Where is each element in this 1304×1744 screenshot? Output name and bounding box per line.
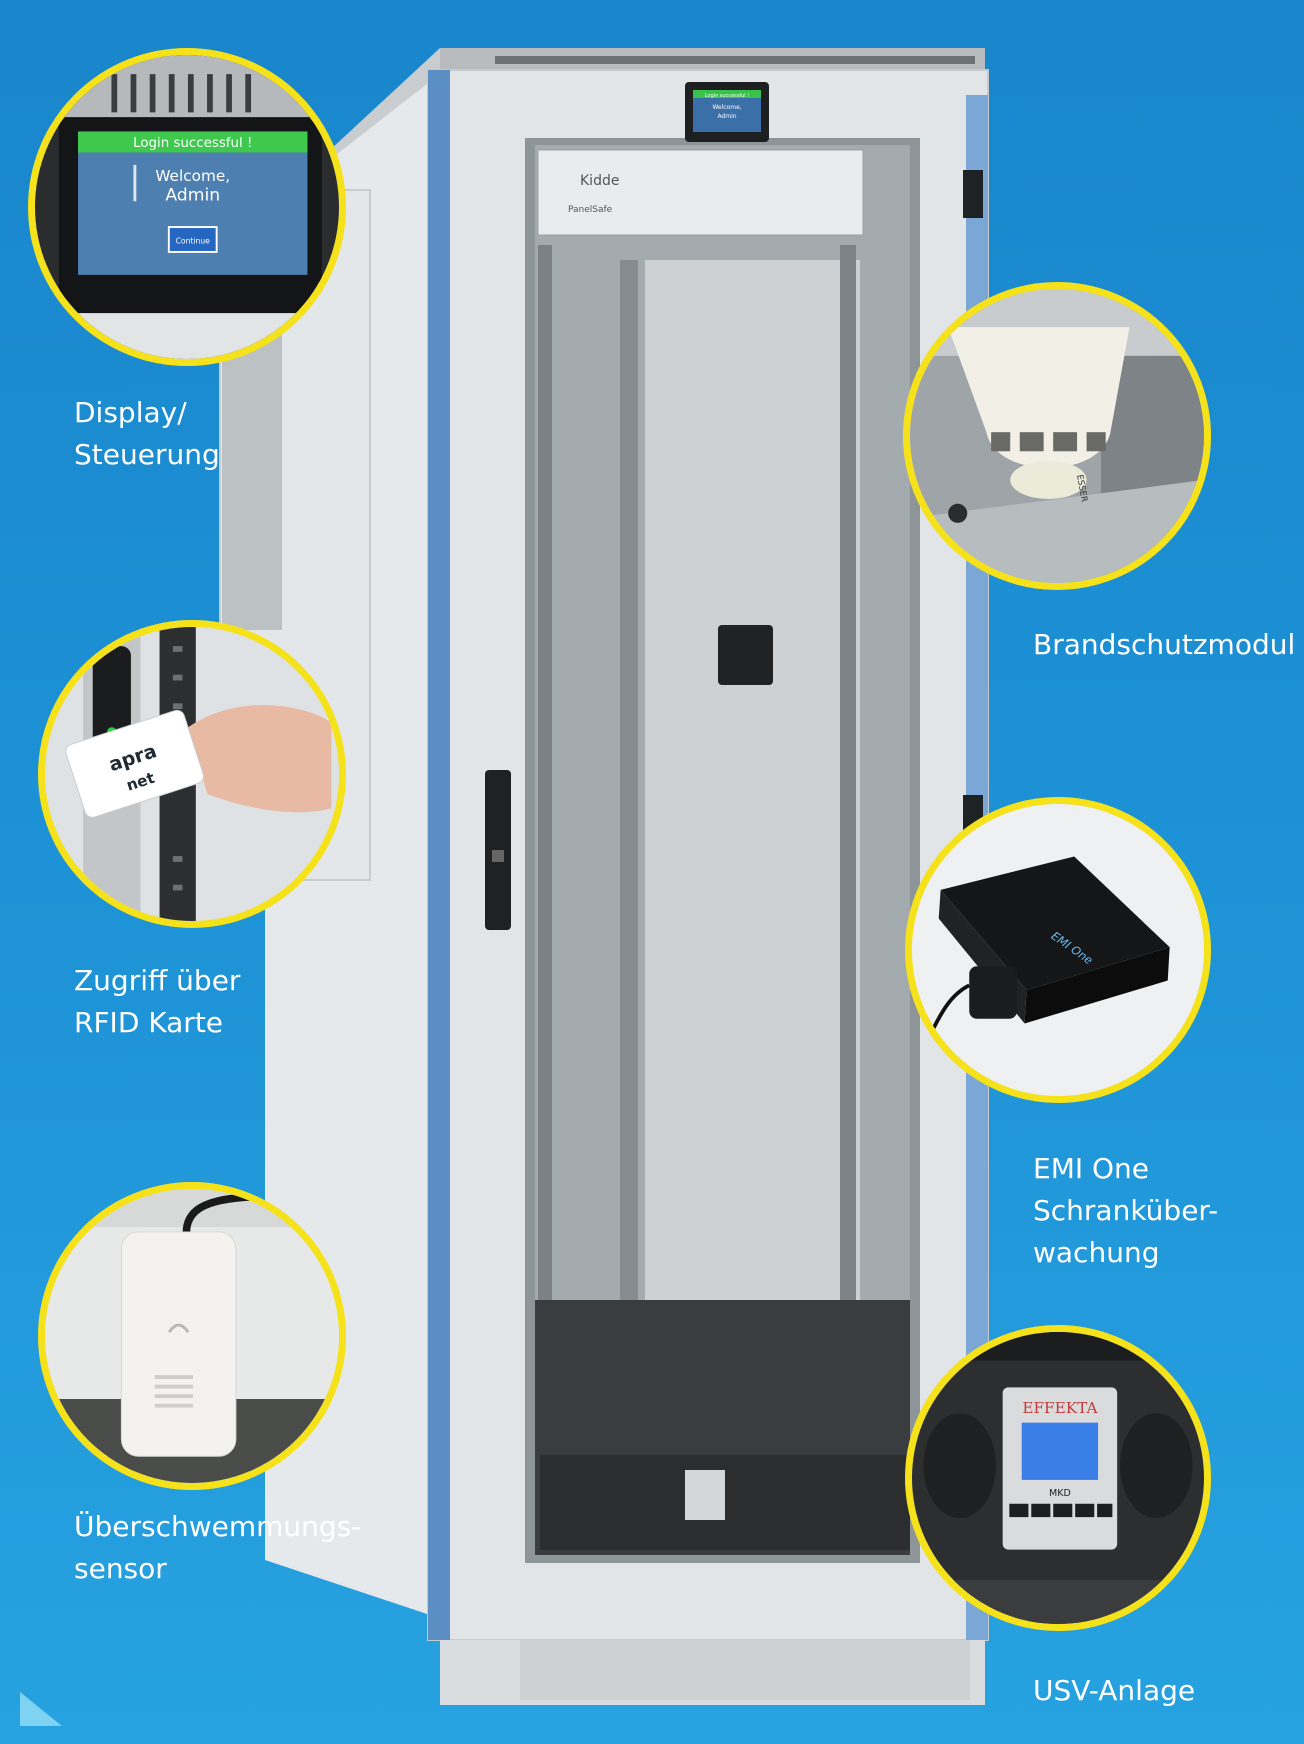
display-header-text: Login successful ! xyxy=(133,136,252,151)
ups-detail-circle: EFFEKTA MKD xyxy=(905,1325,1211,1631)
rfid-photo: apra net xyxy=(45,627,339,921)
label-flood-line1: Überschwemmungs- xyxy=(74,1510,362,1543)
ups-model-label: MKD xyxy=(1049,1488,1071,1499)
display-continue-label: Continue xyxy=(176,236,211,245)
label-display-line2: Steuerung xyxy=(74,438,220,471)
emi-sensor xyxy=(969,966,1017,1019)
rfid-card: apra net xyxy=(65,709,204,818)
fire-photo: ESSER xyxy=(910,289,1204,583)
fire-detail-circle: ESSER xyxy=(903,282,1211,590)
flood-detail-circle xyxy=(38,1182,346,1490)
label-display: Display/ Steuerung xyxy=(74,392,220,476)
hinge-top xyxy=(963,170,983,218)
emi-detail-circle: EMI One xyxy=(905,797,1211,1103)
ups-buttons xyxy=(1009,1503,1113,1518)
display-welcome-text: Welcome, xyxy=(155,167,230,185)
hand xyxy=(188,705,332,813)
door-display-header: Login successful ! xyxy=(705,93,750,99)
display-continue-button xyxy=(167,226,218,253)
panel-brand-label: Kidde xyxy=(580,173,619,189)
emi-photo: EMI One xyxy=(912,804,1204,1096)
label-flood: Überschwemmungs- sensor xyxy=(74,1506,361,1590)
door-display-user: Admin xyxy=(717,113,736,120)
label-emi: EMI One Schranküber- wachung xyxy=(1033,1148,1218,1274)
display-detail-circle: Login successful ! Welcome, Admin Contin… xyxy=(28,48,346,366)
panel-model-label: PanelSafe xyxy=(568,205,613,215)
label-rfid-line2: RFID Karte xyxy=(74,1006,224,1039)
rfid-detail-circle: apra net xyxy=(38,620,346,928)
label-ups: USV-Anlage xyxy=(1033,1670,1195,1712)
label-emi-line2: Schranküber- xyxy=(1033,1194,1219,1227)
label-rfid-line1: Zugriff über xyxy=(74,964,241,997)
label-emi-line3: wachung xyxy=(1033,1236,1160,1269)
display-user-text: Admin xyxy=(165,185,220,205)
door-display-welcome: Welcome, xyxy=(712,104,741,111)
ups-brand-label: EFFEKTA xyxy=(1022,1399,1098,1417)
ups-photo: EFFEKTA MKD xyxy=(912,1332,1204,1624)
fire-panel xyxy=(537,149,864,236)
label-display-line1: Display/ xyxy=(74,396,187,429)
label-emi-line1: EMI One xyxy=(1033,1152,1150,1185)
corner-triangle-icon xyxy=(20,1692,62,1726)
smoke-detector-brand: ESSER xyxy=(1074,474,1089,503)
display-photo: Login successful ! Welcome, Admin Contin… xyxy=(35,55,339,359)
label-flood-line2: sensor xyxy=(74,1552,167,1585)
emi-device-inside xyxy=(718,625,773,685)
label-fire-line1: Brandschutzmodul xyxy=(1033,628,1296,661)
flood-sensor xyxy=(120,1231,237,1457)
label-ups-line1: USV-Anlage xyxy=(1033,1674,1196,1707)
door-trim-left xyxy=(428,70,450,1640)
label-fire: Brandschutzmodul xyxy=(1033,624,1295,666)
flood-photo xyxy=(45,1189,339,1483)
label-rfid: Zugriff über RFID Karte xyxy=(74,960,240,1044)
ups-screen xyxy=(1021,1422,1099,1480)
